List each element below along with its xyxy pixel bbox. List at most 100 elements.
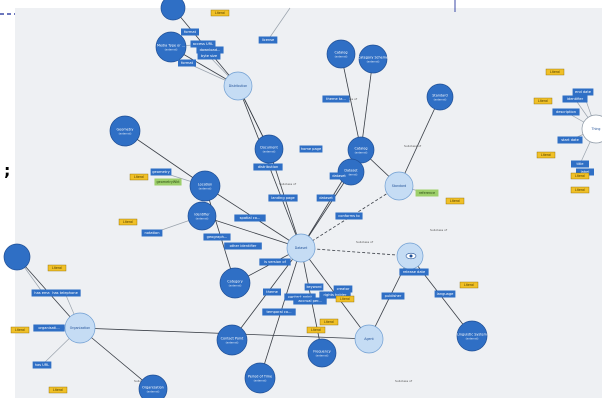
- label-box[interactable]: [434, 290, 456, 298]
- label-box[interactable]: [322, 95, 350, 103]
- property-label[interactable]: spatial co...: [234, 214, 266, 222]
- literal-rect[interactable]: [48, 386, 68, 394]
- node-circle[interactable]: [354, 324, 384, 354]
- literal-rect[interactable]: [10, 326, 30, 334]
- graph-node[interactable]: Identifier(external): [187, 201, 217, 231]
- graph-node[interactable]: Dataset: [286, 233, 316, 263]
- literal-rect[interactable]: [545, 68, 565, 76]
- property-label[interactable]: publisher: [381, 292, 405, 300]
- property-label[interactable]: description: [552, 108, 580, 116]
- literal-rect[interactable]: [129, 173, 149, 181]
- graph-node[interactable]: [160, 0, 186, 21]
- literal-box[interactable]: Literal: [47, 264, 67, 272]
- label-box[interactable]: [224, 242, 262, 250]
- label-box[interactable]: [571, 160, 589, 168]
- literal-box[interactable]: Literal: [459, 281, 479, 289]
- label-box[interactable]: [262, 308, 296, 316]
- property-label[interactable]: language: [434, 290, 456, 298]
- property-label[interactable]: byte size: [197, 52, 221, 60]
- label-box[interactable]: [196, 46, 224, 54]
- label-box[interactable]: [415, 189, 439, 197]
- graph-node[interactable]: Organization(external): [138, 374, 168, 403]
- literal-box[interactable]: Literal: [335, 295, 355, 303]
- literal-rect[interactable]: [118, 218, 138, 226]
- literal-box[interactable]: Literal: [129, 173, 149, 181]
- literal-box[interactable]: Literal: [306, 326, 326, 334]
- property-label[interactable]: label: [576, 168, 594, 176]
- label-box[interactable]: [32, 361, 52, 369]
- literal-box[interactable]: Literal: [48, 386, 68, 394]
- literal-rect[interactable]: [319, 318, 339, 326]
- literal-rect[interactable]: [533, 97, 553, 105]
- property-label[interactable]: geograph...: [203, 233, 231, 241]
- graph-node[interactable]: Distribution: [223, 71, 253, 101]
- property-label[interactable]: title: [571, 160, 589, 168]
- label-box[interactable]: [319, 291, 351, 299]
- graph-node[interactable]: Thing: [581, 114, 602, 144]
- property-label[interactable]: rights holder: [319, 291, 351, 299]
- property-label[interactable]: start date: [557, 136, 583, 144]
- label-box[interactable]: [31, 289, 55, 297]
- property-label[interactable]: accrual per...: [293, 297, 327, 305]
- literal-box[interactable]: Literal: [210, 9, 230, 17]
- literal-rect[interactable]: [570, 172, 590, 180]
- label-box[interactable]: [557, 136, 583, 144]
- label-box[interactable]: [552, 108, 580, 116]
- property-label[interactable]: license: [258, 36, 278, 44]
- label-box[interactable]: [154, 178, 182, 186]
- property-label[interactable]: keyword: [304, 283, 324, 291]
- graph-node[interactable]: Category Scheme(external): [358, 44, 388, 74]
- literal-rect[interactable]: [536, 151, 556, 159]
- label-box[interactable]: [234, 214, 266, 222]
- property-label[interactable]: dataset: [316, 194, 336, 202]
- label-box[interactable]: [293, 297, 327, 305]
- label-box[interactable]: [299, 145, 323, 153]
- node-circle[interactable]: [426, 83, 454, 111]
- literal-rect[interactable]: [459, 281, 479, 289]
- node-circle[interactable]: [138, 374, 168, 403]
- property-label[interactable]: has email: [31, 289, 55, 297]
- graph-node[interactable]: Standard(external): [426, 83, 454, 111]
- property-label[interactable]: is version of: [259, 258, 291, 266]
- graph-node[interactable]: Category(external): [219, 267, 251, 299]
- literal-box[interactable]: Literal: [445, 197, 465, 205]
- property-label[interactable]: access URL: [190, 40, 216, 48]
- property-label[interactable]: format: [181, 28, 199, 36]
- graph-node[interactable]: Standard: [384, 171, 414, 201]
- graph-node[interactable]: Contact Point(external): [216, 324, 248, 356]
- literal-box[interactable]: Literal: [10, 326, 30, 334]
- label-box[interactable]: [259, 258, 291, 266]
- property-label[interactable]: theme: [263, 288, 281, 296]
- literal-rect[interactable]: [335, 295, 355, 303]
- literal-box[interactable]: Literal: [570, 186, 590, 194]
- property-label[interactable]: end date: [572, 88, 594, 96]
- graph-node[interactable]: [3, 243, 31, 271]
- label-box[interactable]: [49, 289, 81, 297]
- label-box[interactable]: [150, 168, 172, 176]
- property-label[interactable]: reference: [415, 189, 439, 197]
- graph-node[interactable]: Media Type or ...(external): [155, 31, 187, 63]
- node-circle[interactable]: [109, 115, 141, 147]
- label-box[interactable]: [399, 268, 429, 276]
- node-circle[interactable]: [216, 324, 248, 356]
- label-box[interactable]: [141, 229, 163, 237]
- label-box[interactable]: [576, 168, 594, 176]
- node-circle[interactable]: [219, 267, 251, 299]
- graph-node[interactable]: Document(external): [254, 134, 284, 164]
- label-box[interactable]: [203, 233, 231, 241]
- node-circle[interactable]: [358, 44, 388, 74]
- graph-node[interactable]: Agent: [354, 324, 384, 354]
- node-circle[interactable]: [155, 31, 187, 63]
- literal-box[interactable]: Literal: [533, 97, 553, 105]
- property-label[interactable]: conforms to: [335, 212, 363, 220]
- graph-node[interactable]: Linguistic System(external): [456, 320, 488, 352]
- property-label[interactable]: temporal co...: [262, 308, 296, 316]
- node-circle[interactable]: [64, 312, 96, 344]
- node-circle[interactable]: [223, 71, 253, 101]
- property-label[interactable]: other identifier: [224, 242, 262, 250]
- property-label[interactable]: contact point: [284, 293, 316, 301]
- label-box[interactable]: [178, 59, 196, 67]
- node-circle[interactable]: [244, 362, 276, 394]
- property-label[interactable]: identifier: [562, 95, 588, 103]
